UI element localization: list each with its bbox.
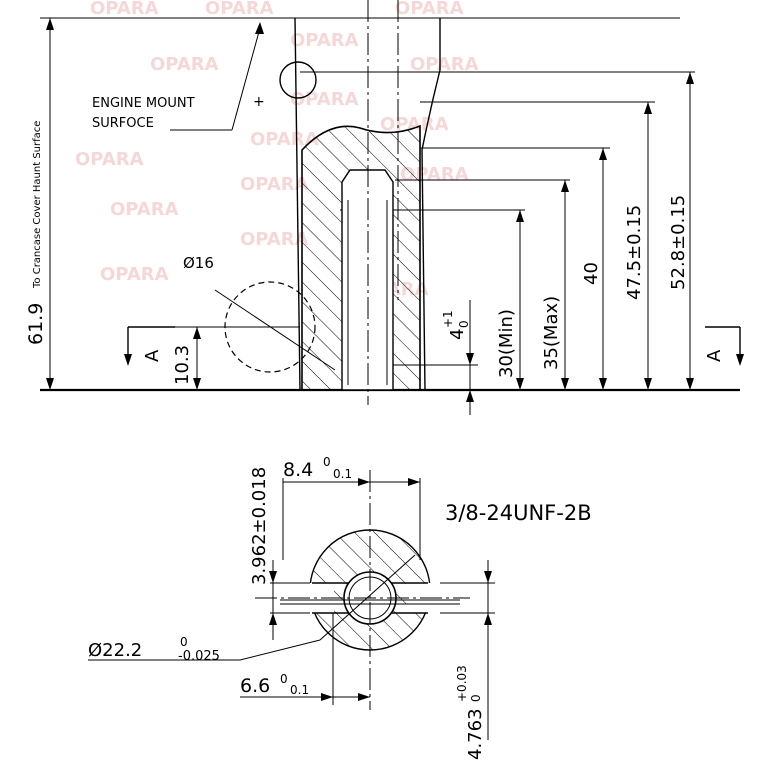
dim-4-763-tol-up: +0.03	[455, 665, 469, 702]
dim-8-4-tol-low: 0.1	[333, 467, 352, 481]
thread-spec-label: 3/8-24UNF-2B	[445, 501, 592, 525]
watermark: OPARA	[150, 54, 219, 75]
shaft-outline-right	[421, 18, 441, 151]
dim-6-6-label: 6.6	[240, 675, 270, 697]
dia-22-2-tol-low: -0.025	[178, 649, 220, 664]
shaft-side-view: + Ø16 ENGINE MOUNT SURFOCE 61.9 To Cranc…	[25, 0, 744, 415]
watermark: OPARA	[90, 0, 159, 19]
watermark: OPARA	[75, 149, 144, 170]
dim-8-4-label: 8.4	[283, 459, 313, 481]
dim-6-6-tol-low: 0.1	[290, 683, 309, 697]
watermark: OPARA	[100, 264, 169, 285]
dim-8-4-arrow-right	[408, 478, 420, 486]
watermark: OPARA	[290, 30, 359, 51]
dim-30-arrow-bottom	[516, 378, 524, 390]
dim-4-763-arrow-top	[484, 571, 492, 583]
watermark: OPARA	[250, 129, 319, 150]
dim-40-label: 40	[581, 262, 602, 285]
dim-52-8-label: 52.8±0.15	[668, 195, 689, 290]
dim-4-763-tol-low: 0	[469, 694, 483, 702]
dim-10-3-arrow-top	[193, 327, 201, 339]
watermark: OPARA	[205, 0, 274, 19]
engine-mount-label-line2: SURFOCE	[92, 116, 154, 131]
dia-22-2-leader-inner	[319, 554, 416, 641]
watermark: OPARA	[380, 114, 449, 135]
dim-40-arrow-bottom	[599, 378, 607, 390]
dim-61-9-label: 61.9	[25, 303, 47, 345]
dim-10-3-arrow-bottom	[193, 378, 201, 390]
dim-8-4-tol-up: 0	[323, 455, 331, 469]
dim-3-962-arrow-bottom	[269, 613, 277, 625]
dim-61-9-note: To Crancase Cover Haunt Surface	[32, 121, 43, 289]
watermark: OPARA	[240, 229, 309, 250]
dim-4-tol-low: 0	[457, 320, 471, 328]
mount-surface-circle	[279, 61, 317, 99]
dim-47-5-label: 47.5±0.15	[624, 205, 645, 300]
watermark-group: OPARA OPARA OPARA OPARA OPARA OPARA OPAR…	[75, 0, 479, 300]
watermark: OPARA	[290, 89, 359, 110]
dim-4-763-label: 4.763	[465, 708, 486, 760]
watermark: OPARA	[410, 54, 479, 75]
dia-22-2-label: Ø22.2	[88, 640, 142, 661]
dim-52-8-arrow-bottom	[686, 378, 694, 390]
watermark: OPARA	[110, 199, 179, 220]
dim-30-arrow-top	[516, 210, 524, 222]
dim-35-label: 35(Max)	[541, 296, 562, 370]
dim-40-arrow-top	[599, 148, 607, 160]
dim-4-763-arrow-bottom	[484, 613, 492, 625]
dim-10-3-label: 10.3	[172, 345, 193, 385]
section-a-left-arrow	[124, 354, 132, 366]
dim-3-962-label: 3.962±0.018	[249, 467, 270, 585]
dim-6-6-tol-up: 0	[280, 672, 288, 686]
dim-52-8-arrow-top	[686, 72, 694, 84]
dim-6-6-arrow-left	[321, 693, 333, 701]
dim-3-962-arrow-top	[269, 571, 277, 583]
dia-16-label: Ø16	[183, 254, 214, 272]
watermark: OPARA	[240, 174, 309, 195]
section-a-right-label: A	[704, 349, 725, 362]
dim-6-6-arrow-right	[358, 693, 370, 701]
dia-22-2-tol-up: 0	[180, 635, 188, 649]
dim-4-arrow-bottom	[466, 390, 474, 402]
mount-plus-marker: +	[253, 94, 265, 110]
shaft-outline-left	[294, 17, 301, 391]
dim-47-5-arrow-top	[644, 102, 652, 114]
dim-61-9-arrow-bottom	[46, 378, 54, 390]
dim-4-arrow-top	[466, 353, 474, 365]
shaft-outline-right-lower	[421, 149, 426, 391]
dim-4-tol-up: +1	[441, 310, 455, 328]
dim-61-9-arrow-top	[46, 18, 54, 30]
section-a-a-view: 3.962±0.018 8.4 0 0.1 3/8-24UNF-2B Ø22.2…	[88, 455, 592, 760]
dim-8-4-arrow-left	[358, 478, 370, 486]
dia-22-2-leader	[239, 639, 321, 661]
engine-mount-label-line1: ENGINE MOUNT	[92, 96, 195, 111]
dim-47-5-arrow-bottom	[644, 378, 652, 390]
section-a-left-label: A	[142, 349, 163, 362]
section-a-right-arrow	[736, 354, 744, 366]
engine-mount-arrow	[255, 22, 264, 34]
engine-mount-leader	[231, 27, 261, 131]
dim-35-arrow-top	[561, 180, 569, 192]
dim-4-label: 4	[447, 329, 468, 340]
dia-16-leader	[214, 289, 336, 371]
dim-35-arrow-bottom	[561, 378, 569, 390]
dim-30-label: 30(Min)	[496, 309, 517, 378]
watermark: OPARA	[395, 0, 464, 19]
